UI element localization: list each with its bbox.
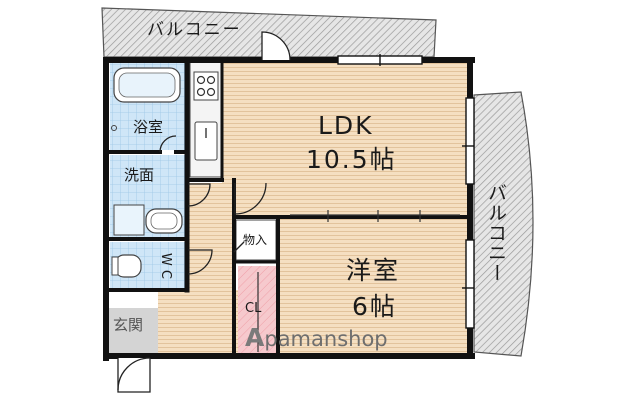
burner-icon: [196, 75, 206, 85]
watermark-logo-letter: A: [245, 323, 265, 352]
western-room-name-label: 洋室: [346, 256, 401, 285]
entrance-label: 玄関: [113, 316, 144, 334]
western-room-floor: [280, 217, 467, 354]
balcony-top-label: バルコニー: [147, 20, 242, 40]
entrance-floor: [106, 308, 158, 356]
toilet: [114, 254, 142, 278]
western-room-size-label: 6帖: [352, 292, 397, 321]
balcony-right-label: バルコニー: [485, 183, 507, 283]
doors: [117, 31, 291, 393]
stove: [193, 71, 219, 101]
closet-floor: [238, 266, 276, 354]
washing-machine-pan: [113, 204, 145, 236]
sink: [194, 121, 218, 161]
burner-icon: [206, 87, 216, 97]
burner-icon: [196, 87, 206, 97]
sliding-door: [290, 210, 460, 222]
hallway-floor: [188, 183, 234, 308]
balcony-right: [473, 91, 534, 357]
wc-label: WC: [158, 253, 173, 283]
burner-icon: [206, 75, 216, 85]
washroom-label: 洗面: [124, 166, 155, 184]
windows: [337, 54, 475, 329]
storage-label: 物入: [243, 233, 268, 247]
vanity-basin: [145, 208, 183, 234]
watermark-text: pamanshop: [264, 327, 388, 351]
hallway-floor-lower: [158, 290, 238, 354]
apamanshop-watermark: Apamanshop: [245, 325, 388, 350]
ldk-floor: [222, 62, 467, 215]
closet-label: CL: [245, 301, 262, 316]
ldk-name-label: LDK: [318, 111, 374, 140]
bath-label: 浴室: [133, 118, 164, 136]
ldk-size-label: 10.5帖: [306, 145, 397, 174]
